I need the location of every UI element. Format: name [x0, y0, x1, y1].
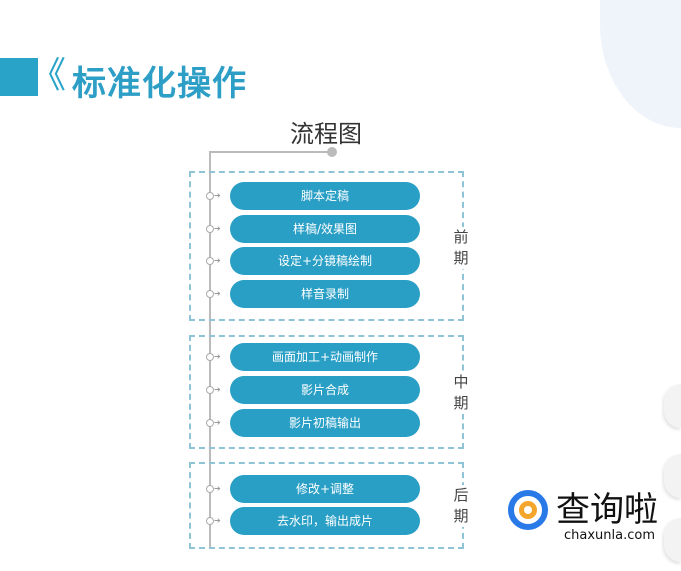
connector-arrow-icon: ➔	[206, 192, 228, 200]
connector-arrow-icon: ➔	[206, 290, 228, 298]
watermark-brand: 查询啦	[556, 490, 658, 530]
phase-label-char: 前	[453, 228, 469, 246]
process-step: 样音录制	[230, 280, 420, 308]
watermark-logo: 查询啦 chaxunla.com	[508, 490, 668, 550]
background-circle	[600, 0, 681, 128]
connector-arrow-icon: ➔	[206, 517, 228, 525]
title-banner	[0, 58, 38, 96]
side-bubble	[664, 384, 681, 428]
timeline-dot	[327, 147, 337, 157]
connector-arrow-icon: ➔	[206, 485, 228, 493]
process-step: 样稿/效果图	[230, 215, 420, 243]
connector-arrow-icon: ➔	[206, 419, 228, 427]
process-step: 去水印，输出成片	[230, 507, 420, 535]
process-step: 画面加工+动画制作	[230, 343, 420, 371]
watermark-url: chaxunla.com	[564, 528, 655, 543]
timeline-line	[209, 151, 211, 547]
connector-arrow-icon: ➔	[206, 353, 228, 361]
phase-label-char: 期	[453, 507, 469, 525]
side-bubble	[664, 518, 681, 562]
process-step: 修改+调整	[230, 475, 420, 503]
phase-label-char: 中	[453, 373, 469, 391]
process-step: 设定+分镜稿绘制	[230, 247, 420, 275]
phase-label-char: 期	[453, 249, 469, 267]
timeline-top-line	[209, 151, 331, 153]
connector-arrow-icon: ➔	[206, 386, 228, 394]
chevron-left-icon: 《	[30, 55, 67, 96]
page-title: 标准化操作	[72, 64, 247, 104]
side-bubble	[664, 454, 681, 498]
search-logo-icon	[508, 490, 548, 530]
magnifier-icon	[519, 501, 537, 519]
connector-arrow-icon: ➔	[206, 225, 228, 233]
diagram-title: 流程图	[290, 120, 362, 148]
process-step: 影片合成	[230, 376, 420, 404]
process-step: 影片初稿输出	[230, 409, 420, 437]
phase-label-middle: 中期	[453, 372, 469, 414]
phase-label-char: 期	[453, 394, 469, 412]
phase-label-char: 后	[453, 486, 469, 504]
phase-label-late: 后期	[453, 485, 469, 527]
phase-label-early: 前期	[453, 227, 469, 269]
process-step: 脚本定稿	[230, 182, 420, 210]
connector-arrow-icon: ➔	[206, 257, 228, 265]
